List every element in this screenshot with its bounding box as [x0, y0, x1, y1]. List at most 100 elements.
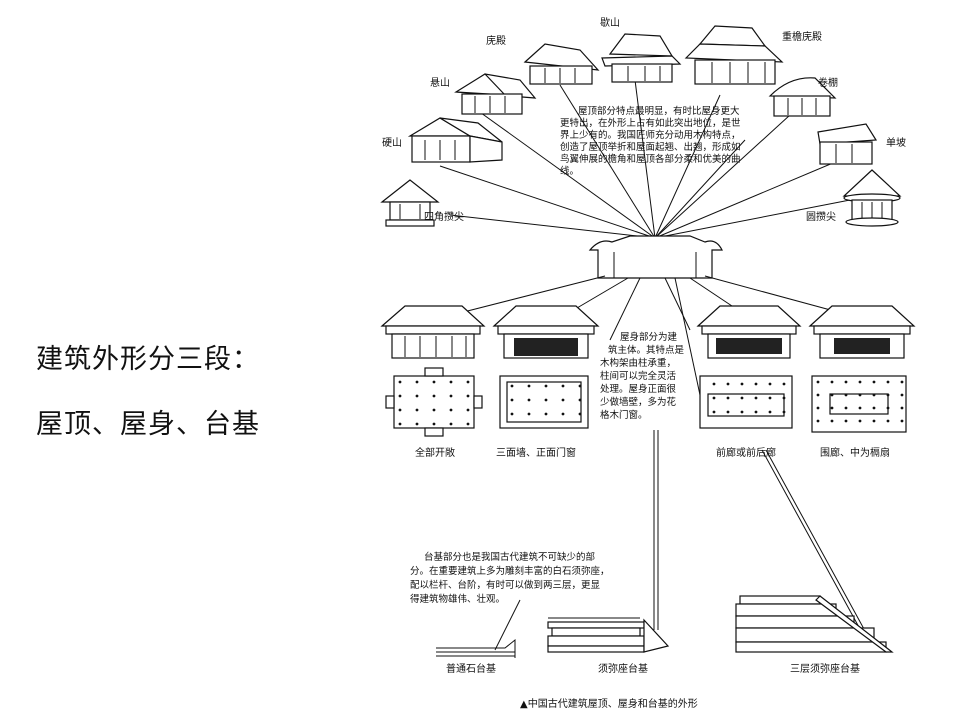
base-label: 普通石台基	[446, 662, 496, 675]
plan-column-dot	[872, 419, 876, 423]
roof-label: 硬山	[382, 137, 402, 149]
plan-column-dot	[510, 384, 514, 388]
plan-column-dot	[816, 393, 820, 397]
figure-caption: ▲中国古代建筑屋顶、屋身和台基的外形	[520, 697, 698, 710]
plan-column-dot	[415, 380, 419, 384]
plan-column-dot	[740, 410, 744, 414]
base-label: 三层须弥座台基	[790, 662, 860, 675]
plan-column-dot	[432, 380, 436, 384]
plan-column-dot	[398, 380, 402, 384]
plan-label: 前廊或前后廊	[716, 446, 776, 459]
base-note: 台基部分也是我国古代建筑不可缺少的部 分。在重要建筑上多为雕刻丰富的白石须弥座，…	[410, 551, 610, 605]
plan-column-dot	[900, 419, 904, 423]
plan-column-dot	[740, 396, 744, 400]
roof-label: 四角攒尖	[424, 210, 464, 223]
base-simple-stone	[436, 638, 516, 658]
plan-column-dot	[782, 382, 786, 386]
plan-column-dot	[740, 382, 744, 386]
plan-label: 三面墙、正面门窗	[496, 446, 576, 459]
plan-column-dot	[510, 412, 514, 416]
base-note-line: 配以栏杆、台阶，有时可以做到两三层，更显	[410, 579, 601, 591]
plan-open	[385, 367, 483, 437]
slide-heading-line2: 屋顶、屋身、台基	[36, 409, 260, 440]
plan-column-dot	[844, 419, 848, 423]
base-label: 须弥座台基	[598, 662, 648, 675]
overhanging-gable-building	[454, 73, 537, 115]
plan-column-dot	[561, 384, 565, 388]
plan-column-dot	[782, 396, 786, 400]
plan-column-dot	[754, 382, 758, 386]
body-elevation-surrounding-porch	[808, 305, 916, 359]
hard-gable-building	[407, 117, 503, 163]
roof-note-line: 更特出，在外形上占有如此突出地位，是世	[560, 117, 741, 129]
plan-column-dot	[886, 393, 890, 397]
plan-column-dot	[466, 394, 470, 398]
body-note-line: 柱间可以完全灵活	[600, 370, 677, 382]
roof-note-line: 界上少有的。我国匠师充分动用木构特点，	[560, 129, 741, 141]
plan-column-dot	[578, 412, 582, 416]
plan-column-dot	[844, 406, 848, 410]
base-triple-sumeru	[735, 595, 894, 653]
plan-column-dot	[398, 408, 402, 412]
plan-column-dot	[886, 419, 890, 423]
plan-column-dot	[830, 406, 834, 410]
plan-surrounding-porch	[811, 375, 907, 433]
plan-column-dot	[768, 382, 772, 386]
plan-label: 全部开敞	[415, 446, 455, 459]
plan-column-dot	[768, 396, 772, 400]
plan-column-dot	[466, 408, 470, 412]
roof-label: 悬山	[430, 77, 450, 89]
plan-column-dot	[844, 380, 848, 384]
plan-column-dot	[544, 412, 548, 416]
roof-note-line: 线。	[560, 165, 579, 177]
plan-column-dot	[466, 422, 470, 426]
plan-column-dot	[449, 394, 453, 398]
plan-column-dot	[726, 410, 730, 414]
roof-label: 庑殿	[486, 34, 506, 47]
plan-column-dot	[900, 406, 904, 410]
plan-column-dot	[830, 419, 834, 423]
plan-three-walls	[499, 375, 589, 429]
plan-column-dot	[561, 398, 565, 402]
slide-heading-line1: 建筑外形分三段：	[36, 344, 260, 375]
plan-column-dot	[561, 412, 565, 416]
roof-label: 重檐庑殿	[782, 30, 822, 43]
double-eave-hip-building	[684, 25, 784, 85]
plan-column-dot	[900, 393, 904, 397]
plan-column-dot	[527, 412, 531, 416]
plan-column-dot	[872, 380, 876, 384]
plan-column-dot	[398, 422, 402, 426]
plan-column-dot	[900, 380, 904, 384]
roof-note: 屋顶部分特点最明显，有时比屋身更大 更特出，在外形上占有如此突出地位，是世 界上…	[560, 105, 741, 177]
round-ridge-building	[768, 77, 837, 117]
body-note-line: 处理。屋身正面很	[600, 383, 677, 395]
base-radiating-lines	[494, 430, 871, 651]
body-note: 屋身部分为建 筑主体。其特点是 木构架由柱承重， 柱间可以完全灵活 处理。屋身正…	[600, 331, 685, 421]
plan-column-dot	[544, 398, 548, 402]
plan-column-dot	[872, 393, 876, 397]
body-note-line: 格木门窗。	[600, 409, 648, 421]
plan-column-dot	[578, 384, 582, 388]
plan-column-dot	[782, 410, 786, 414]
central-building	[588, 235, 723, 279]
plan-label: 围廊、中为槅扇	[820, 446, 890, 459]
plan-column-dot	[844, 393, 848, 397]
plan-column-dot	[726, 382, 730, 386]
body-elevation-three-walls	[492, 305, 600, 359]
plan-column-dot	[432, 394, 436, 398]
plan-column-dot	[432, 408, 436, 412]
base-note-line: 分。在重要建筑上多为雕刻丰富的白石须弥座，	[410, 565, 610, 577]
plan-column-dot	[858, 393, 862, 397]
plan-column-dot	[886, 406, 890, 410]
body-note-line: 筑主体。其特点是	[608, 344, 685, 356]
plan-column-dot	[527, 398, 531, 402]
plan-column-dot	[415, 408, 419, 412]
plan-column-dot	[886, 380, 890, 384]
plan-column-dot	[830, 393, 834, 397]
plan-column-dot	[754, 410, 758, 414]
square-pyramidal-pavilion	[380, 179, 440, 227]
plan-column-dot	[858, 419, 862, 423]
plan-column-dot	[449, 408, 453, 412]
base-sumeru	[547, 617, 670, 653]
plan-column-dot	[712, 396, 716, 400]
